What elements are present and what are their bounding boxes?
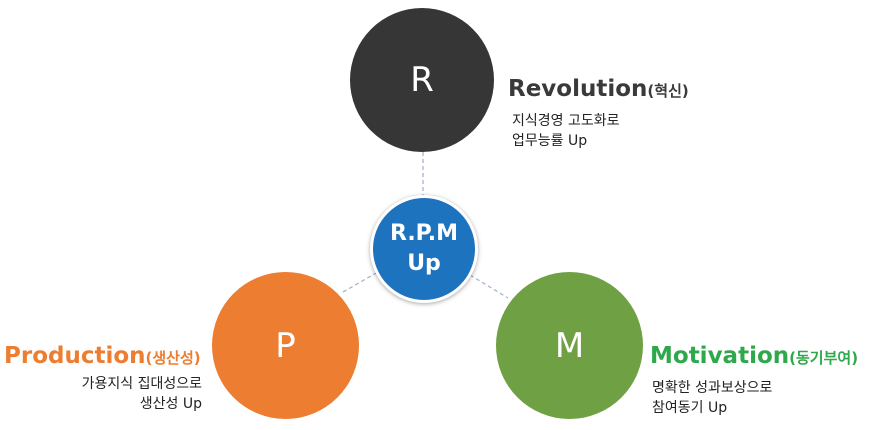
motivation-title-main: Motivation — [650, 343, 790, 369]
center-label-line2: Up — [407, 251, 441, 276]
rpm-center-circle: R.P.M Up — [370, 195, 478, 303]
revolution-desc-line1: 지식경영 고도화로 — [512, 113, 620, 129]
revolution-title: Revolution(혁신) — [508, 75, 689, 105]
revolution-letter: R — [410, 60, 434, 100]
motivation-desc-line2: 참여동기 Up — [652, 400, 728, 416]
production-circle: P — [212, 272, 359, 419]
revolution-circle: R — [350, 8, 494, 152]
production-desc-line2: 생산성 Up — [139, 396, 202, 412]
production-title: Production(생산성) — [4, 342, 201, 372]
production-letter: P — [275, 325, 296, 366]
production-title-sub: (생산성) — [145, 349, 201, 367]
motivation-circle: M — [496, 272, 643, 419]
center-label-line1: R.P.M — [389, 221, 459, 246]
revolution-title-main: Revolution — [508, 76, 648, 102]
revolution-title-sub: (혁신) — [647, 82, 689, 100]
revolution-description: 지식경영 고도화로 업무능률 Up — [512, 111, 620, 151]
connector-p-center — [342, 271, 379, 293]
motivation-desc-line1: 명확한 성과보상으로 — [652, 380, 773, 396]
motivation-description: 명확한 성과보상으로 참여동기 Up — [652, 378, 772, 418]
motivation-title-sub: (동기부여) — [789, 349, 859, 367]
production-title-main: Production — [4, 343, 146, 369]
production-description: 가용지식 집대성으로 생산성 Up — [82, 374, 202, 414]
motivation-letter: M — [554, 325, 585, 366]
production-desc-line1: 가용지식 집대성으로 — [81, 376, 202, 392]
connector-m-center — [469, 274, 509, 299]
revolution-desc-line2: 업무능률 Up — [512, 133, 588, 149]
motivation-title: Motivation(동기부여) — [650, 342, 858, 372]
